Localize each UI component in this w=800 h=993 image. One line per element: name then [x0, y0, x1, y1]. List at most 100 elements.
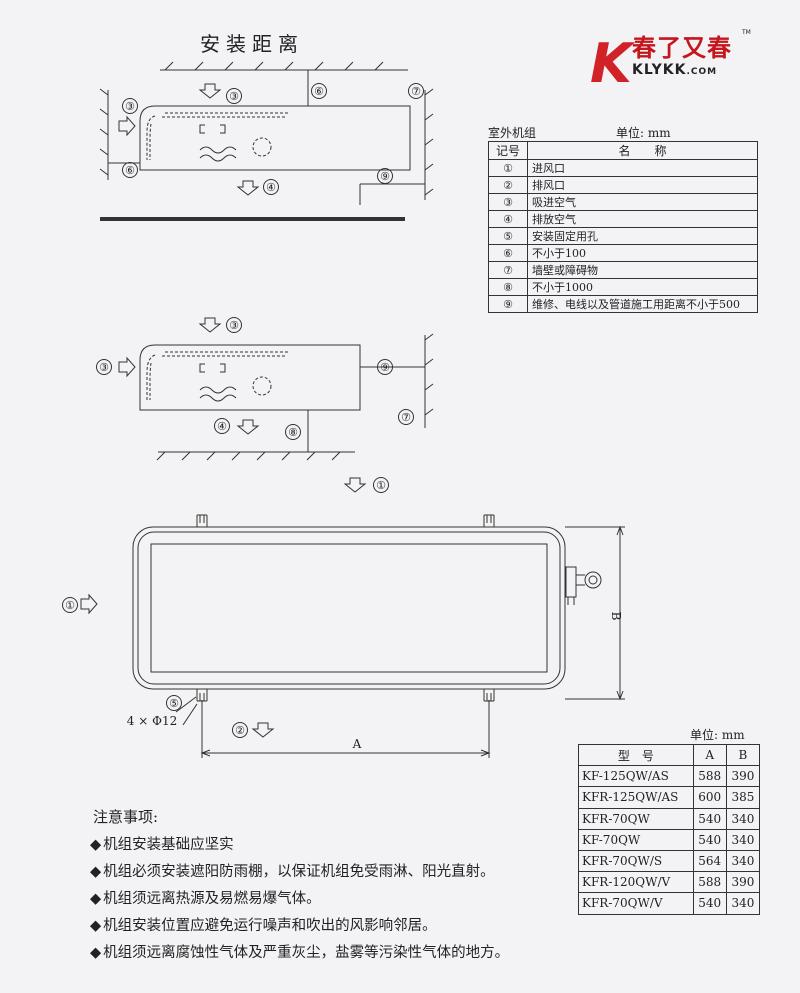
- model-header-row: 型 号 A B: [578, 743, 761, 767]
- legend-code: ⑨: [488, 295, 528, 313]
- logo-tm: TM: [741, 29, 751, 36]
- model-b-value: 385: [725, 786, 761, 809]
- model-header-b: B: [725, 743, 761, 767]
- legend-group-label: 室外机组: [488, 126, 537, 140]
- model-b-value: 390: [725, 871, 761, 894]
- legend-code: ①: [488, 159, 528, 177]
- label-c3-top: ③: [229, 90, 239, 103]
- legend-code: ②: [488, 176, 528, 194]
- top-view-diagram: [99, 61, 434, 221]
- legend-name: 不小于1000: [527, 278, 758, 296]
- legend-name: 维修、电线以及管道施工用距离不小于500: [527, 295, 758, 313]
- dimension-a-label: A: [352, 737, 362, 751]
- legend-code: ③: [488, 193, 528, 211]
- model-b-value: 390: [725, 765, 761, 788]
- model-a-value: 588: [692, 871, 727, 894]
- label-c5-bottom: ⑤: [169, 697, 179, 710]
- dimension-b-label: B: [609, 612, 623, 621]
- label-c9-mid: ⑨: [380, 361, 390, 374]
- model-a-value: 540: [692, 892, 727, 915]
- model-header-model: 型 号: [578, 743, 694, 767]
- side-view-diagram: [118, 317, 434, 461]
- label-c4-mid: ④: [217, 420, 227, 433]
- page-title: 安装距离: [200, 32, 304, 56]
- note-item: 机组安装位置应避免运行噪声和吹出的风影响邻居。: [90, 914, 437, 935]
- model-name: KF-70QW: [578, 828, 694, 851]
- label-c3-mid: ③: [229, 319, 239, 332]
- legend-unit-label: 单位: mm: [616, 126, 671, 140]
- logo-mark: K TM: [590, 29, 751, 95]
- label-c3-mid-left: ③: [99, 361, 109, 374]
- label-c9-top: ⑨: [380, 170, 390, 183]
- legend-caption: 室外机组 单位: mm: [488, 124, 758, 141]
- logo-english: KLYKK.COM: [632, 62, 717, 78]
- model-b-value: 340: [725, 892, 761, 915]
- model-name: KFR-70QW/S: [578, 849, 694, 873]
- note-item: 机组须远离腐蚀性气体及严重灰尘，盐雾等污染性气体的地方。: [90, 941, 509, 962]
- label-c2-bottom: ②: [235, 724, 245, 737]
- model-a-value: 588: [692, 765, 727, 788]
- model-a-value: 540: [692, 807, 727, 830]
- model-a-value: 600: [692, 786, 727, 809]
- dimension-diagram: [80, 477, 625, 758]
- legend-name: 排放空气: [527, 210, 758, 228]
- logo-chinese: 春了又春: [632, 34, 732, 62]
- notes-title: 注意事项:: [93, 808, 159, 826]
- model-header-a: A: [692, 743, 727, 767]
- model-unit-label: 单位: mm: [690, 728, 745, 742]
- model-name: KFR-120QW/V: [578, 871, 694, 894]
- model-b-value: 340: [725, 807, 761, 830]
- legend-name: 排风口: [527, 176, 758, 194]
- note-item: 机组安装基础应坚实: [90, 833, 234, 854]
- model-name: KFR-70QW: [578, 807, 694, 830]
- legend-name: 不小于100: [527, 244, 758, 262]
- legend-header-name: 名 称: [527, 141, 758, 160]
- note-item: 机组必须安装遮阳防雨棚，以保证机组免受雨淋、阳光直射。: [90, 860, 495, 881]
- model-a-value: 540: [692, 828, 727, 851]
- circled-labels: ③ ⑥ ⑦ ③ ⑥ ⑨ ④ ③ ③ ⑨ ⑦ ④ ⑧ ① ① ⑤ ② 4 × Φ1…: [62, 83, 623, 751]
- legend-code: ⑦: [488, 261, 528, 279]
- label-c6-left: ⑥: [125, 164, 135, 177]
- hole-label: 4 × Φ12: [127, 714, 177, 728]
- legend-header-row: 记号 名 称: [488, 141, 758, 160]
- label-c8-mid: ⑧: [288, 426, 298, 439]
- model-b-value: 340: [725, 828, 761, 851]
- legend-name: 吸进空气: [527, 193, 758, 211]
- legend-code: ⑧: [488, 278, 528, 296]
- legend-code: ④: [488, 210, 528, 228]
- label-c3-left: ③: [125, 100, 135, 113]
- label-c1-bottom-left: ①: [65, 599, 75, 612]
- label-c1-bottom-top: ①: [376, 479, 386, 492]
- legend-name: 进风口: [527, 159, 758, 177]
- note-item: 机组须远离热源及易燃易爆气体。: [90, 887, 321, 908]
- label-c6-top: ⑥: [314, 85, 324, 98]
- model-name: KFR-70QW/V: [578, 892, 694, 915]
- label-c7-top: ⑦: [411, 85, 421, 98]
- legend-code: ⑥: [488, 244, 528, 262]
- model-name: KFR-125QW/AS: [578, 786, 694, 809]
- logo-english-main: KLYKK: [632, 62, 687, 78]
- legend-name: 墙壁或障碍物: [527, 261, 758, 279]
- model-name: KF-125QW/AS: [578, 765, 694, 788]
